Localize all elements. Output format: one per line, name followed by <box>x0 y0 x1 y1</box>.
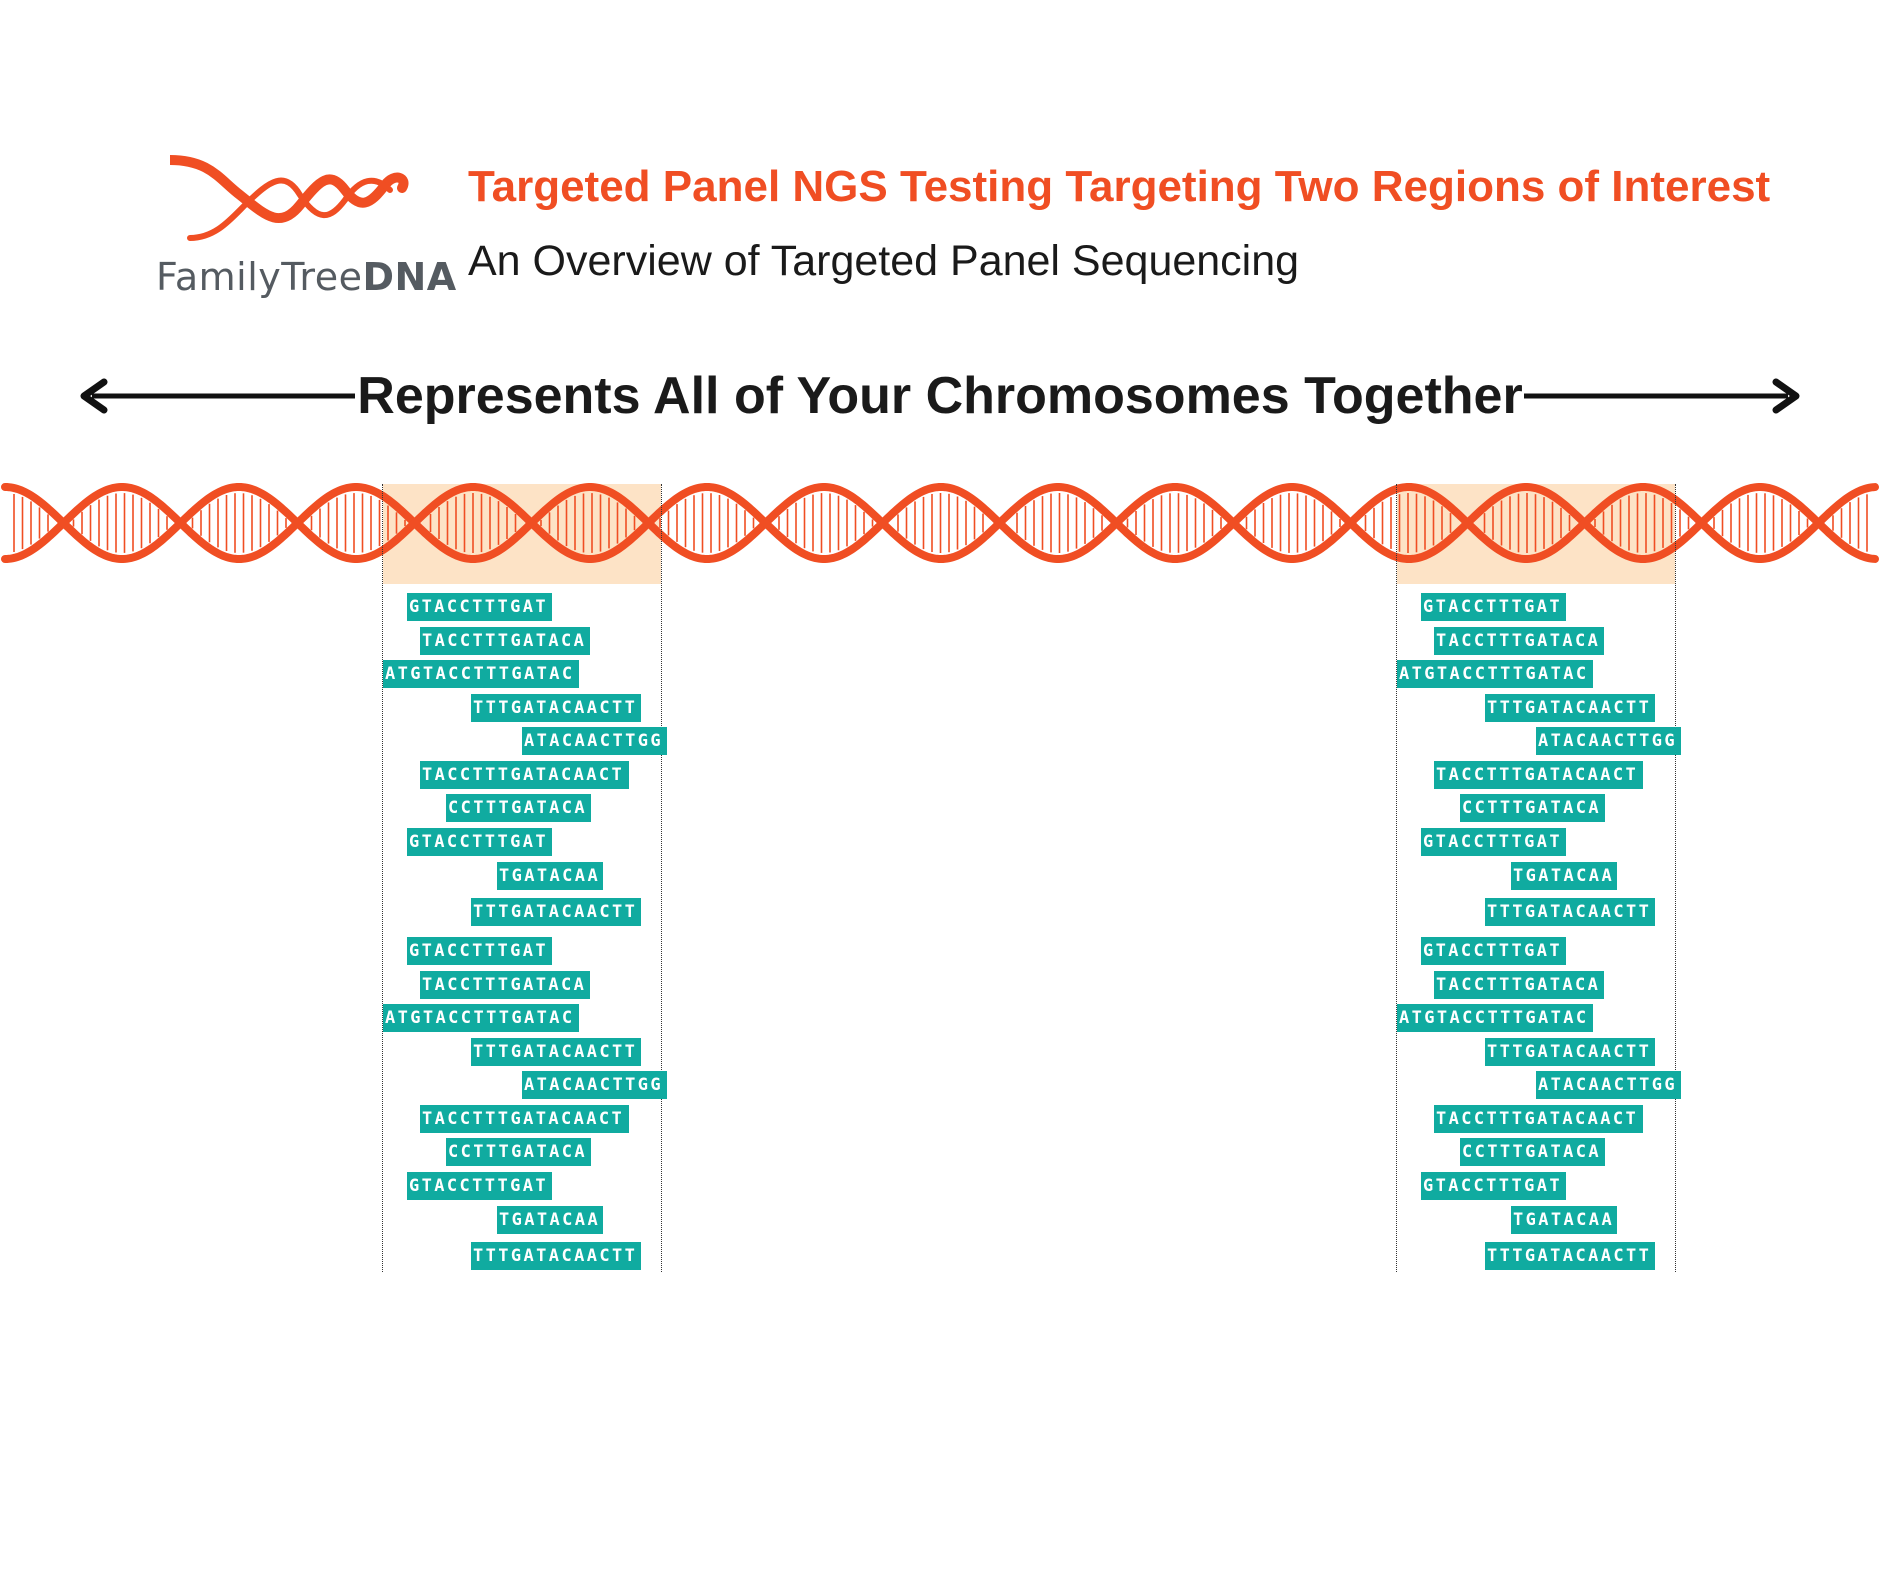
helix-strand-2 <box>1 482 1879 563</box>
sequence-read: TGATACAA <box>497 862 603 890</box>
sequence-read: GTACCTTTGAT <box>407 593 552 621</box>
familytreedna-logo: FamilyTreeDNA <box>150 150 456 310</box>
sequence-read: TTTGATACAACTT <box>471 1038 641 1066</box>
sequence-read: GTACCTTTGAT <box>1421 1172 1566 1200</box>
sequence-read: ATGTACCTTTGATAC <box>1397 660 1593 688</box>
helix-strand-1 <box>1 483 1879 564</box>
logo-wordmark: FamilyTreeDNA <box>156 255 457 299</box>
sequence-read: ATACAACTTGG <box>1536 727 1681 755</box>
sequence-read: ATGTACCTTTGATAC <box>383 1004 579 1032</box>
sequence-read: TGATACAA <box>1511 862 1617 890</box>
region-1-left-boundary <box>382 484 383 1272</box>
sequence-read: TACCTTTGATACA <box>420 627 590 655</box>
sequence-read: TACCTTTGATACA <box>420 971 590 999</box>
sequence-read: TACCTTTGATACAACT <box>420 761 629 789</box>
sequence-read: GTACCTTTGAT <box>407 1172 552 1200</box>
sequence-read: TTTGATACAACTT <box>1485 694 1655 722</box>
sequence-read: TGATACAA <box>497 1206 603 1234</box>
sequence-read: CCTTTGATACA <box>446 1138 591 1166</box>
page-title: Targeted Panel NGS Testing Targeting Two… <box>468 162 1771 211</box>
sequence-read: TACCTTTGATACA <box>1434 971 1604 999</box>
sequence-read: GTACCTTTGAT <box>1421 593 1566 621</box>
sequence-read: CCTTTGATACA <box>1460 1138 1605 1166</box>
sequence-read: TACCTTTGATACAACT <box>420 1105 629 1133</box>
sequence-read: ATACAACTTGG <box>1536 1071 1681 1099</box>
sequence-read: TTTGATACAACTT <box>471 694 641 722</box>
sequence-read: TTTGATACAACTT <box>471 898 641 926</box>
sequence-read: GTACCTTTGAT <box>1421 937 1566 965</box>
sequence-read: TACCTTTGATACA <box>1434 627 1604 655</box>
span-arrows <box>80 378 1800 414</box>
sequence-read: ATACAACTTGG <box>522 1071 667 1099</box>
sequence-read: GTACCTTTGAT <box>407 828 552 856</box>
page-subtitle: An Overview of Targeted Panel Sequencing <box>468 237 1300 285</box>
logo-brand-light: FamilyTree <box>156 255 363 299</box>
sequence-read: TACCTTTGATACAACT <box>1434 1105 1643 1133</box>
region-2-left-boundary <box>1396 484 1397 1272</box>
sequence-read: TGATACAA <box>1511 1206 1617 1234</box>
span-label: Represents All of Your Chromosomes Toget… <box>357 367 1523 425</box>
sequence-read: CCTTTGATACA <box>446 794 591 822</box>
sequence-read: TACCTTTGATACAACT <box>1434 761 1643 789</box>
right-arrow-head-icon <box>1772 378 1800 414</box>
region-2-right-boundary <box>1675 484 1676 1272</box>
logo-brand-bold: DNA <box>362 255 457 299</box>
sequence-read: TTTGATACAACTT <box>1485 1242 1655 1270</box>
sequence-read: GTACCTTTGAT <box>407 937 552 965</box>
dna-helix <box>1 482 1879 564</box>
left-arrow-head-icon <box>80 378 108 414</box>
sequence-read: TTTGATACAACTT <box>1485 898 1655 926</box>
sequence-read: ATGTACCTTTGATAC <box>1397 1004 1593 1032</box>
sequence-read: ATGTACCTTTGATAC <box>383 660 579 688</box>
sequence-read: ATACAACTTGG <box>522 727 667 755</box>
dna-helix-logo-icon <box>170 155 409 241</box>
region-1-right-boundary <box>661 484 662 1272</box>
sequence-read: GTACCTTTGAT <box>1421 828 1566 856</box>
sequence-read: TTTGATACAACTT <box>1485 1038 1655 1066</box>
sequence-read: TTTGATACAACTT <box>471 1242 641 1270</box>
sequence-read: CCTTTGATACA <box>1460 794 1605 822</box>
